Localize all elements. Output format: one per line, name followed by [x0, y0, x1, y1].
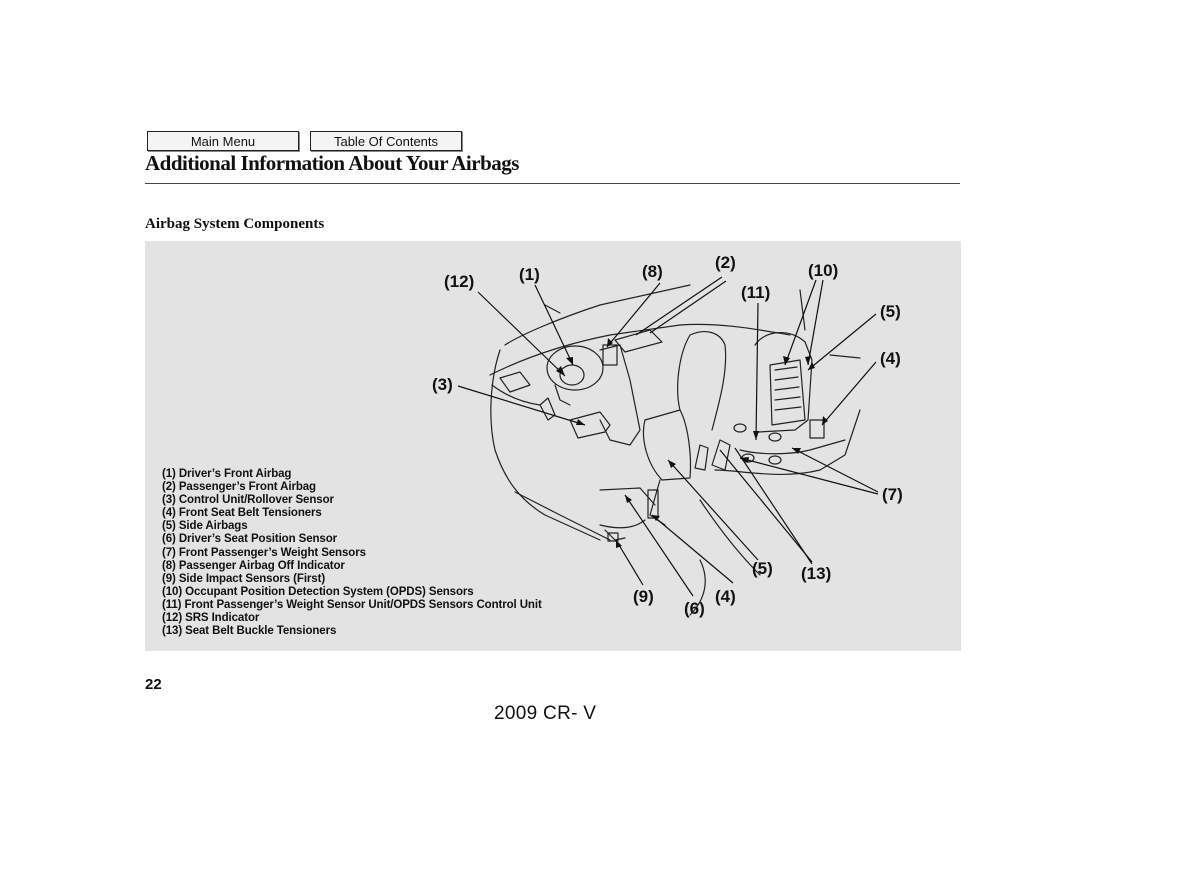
legend-item: (7) Front Passenger’s Weight Sensors: [162, 546, 366, 559]
legend-item: (1) Driver’s Front Airbag: [162, 468, 292, 480]
legend-item: (8) Passenger Airbag Off Indicator: [162, 559, 345, 572]
callout-5-top: (5): [880, 302, 901, 321]
legend-item: (2) Passenger’s Front Airbag: [162, 481, 316, 494]
callout-2: (2): [715, 253, 736, 272]
callout-6: (6): [684, 599, 705, 618]
callout-13: (13): [801, 564, 832, 583]
legend-item: (10) Occupant Position Detection System …: [162, 585, 474, 598]
callout-7: (7): [882, 485, 903, 504]
legend-item: (13) Seat Belt Buckle Tensioners: [162, 625, 337, 638]
main-menu-button[interactable]: Main Menu: [147, 131, 299, 151]
callout-12: (12): [444, 272, 475, 291]
table-of-contents-button[interactable]: Table Of Contents: [310, 131, 462, 151]
component-legend: (1) Driver’s Front Airbag (2) Passenger’…: [162, 468, 542, 638]
title-divider: [145, 183, 960, 184]
legend-item: (11) Front Passenger’s Weight Sensor Uni…: [162, 598, 542, 611]
legend-item: (12) SRS Indicator: [162, 612, 260, 625]
page-number: 22: [145, 676, 162, 693]
callout-9: (9): [633, 587, 654, 606]
legend-item: (4) Front Seat Belt Tensioners: [162, 507, 322, 520]
page-title: Additional Information About Your Airbag…: [145, 151, 519, 175]
callout-11: (11): [741, 283, 771, 302]
callout-4-right: (4): [880, 349, 901, 368]
callout-4-bottom: (4): [715, 587, 736, 606]
legend-item: (5) Side Airbags: [162, 520, 248, 533]
legend-item: (6) Driver’s Seat Position Sensor: [162, 533, 338, 546]
callout-8: (8): [642, 262, 663, 281]
callout-5-bottom: (5): [752, 559, 773, 578]
legend-item: (3) Control Unit/Rollover Sensor: [162, 494, 334, 507]
callout-10: (10): [808, 261, 839, 280]
footer-model: 2009 CR- V: [494, 703, 597, 724]
section-heading: Airbag System Components: [145, 216, 325, 232]
callout-1: (1): [519, 265, 540, 284]
callout-3: (3): [432, 375, 453, 394]
legend-item: (9) Side Impact Sensors (First): [162, 572, 326, 585]
